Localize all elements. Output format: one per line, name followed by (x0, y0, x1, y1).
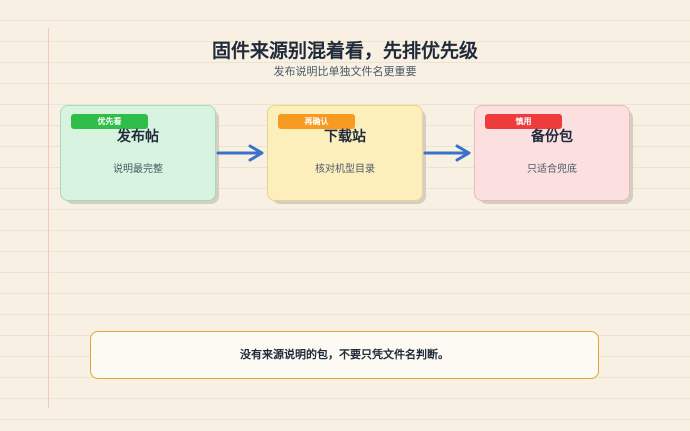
arrow-right-icon (216, 144, 264, 162)
card-description: 核对机型目录 (315, 164, 375, 175)
priority-tag: 优先看 (71, 114, 148, 129)
card-title: 备份包 (531, 129, 573, 145)
diagram-subtitle: 发布说明比单独文件名更重要 (273, 65, 417, 78)
card-download-site: 再确认 下载站 核对机型目录 (267, 105, 426, 204)
card-title: 发布帖 (117, 129, 159, 145)
arrow-right-icon (423, 144, 471, 162)
card-description: 只适合兜底 (527, 164, 577, 175)
card-description: 说明最完整 (113, 164, 163, 175)
priority-tag: 再确认 (278, 114, 355, 129)
diagram-title: 固件来源别混着看，先排优先级 (211, 40, 478, 62)
priority-tag: 慎用 (485, 114, 562, 129)
card-backup-package: 慎用 备份包 只适合兜底 (474, 105, 633, 204)
card-title: 下载站 (324, 129, 366, 145)
notebook-margin-line (48, 28, 49, 408)
warning-note: 没有来源说明的包，不要只凭文件名判断。 (90, 331, 599, 379)
card-release-post: 优先看 发布帖 说明最完整 (60, 105, 219, 204)
